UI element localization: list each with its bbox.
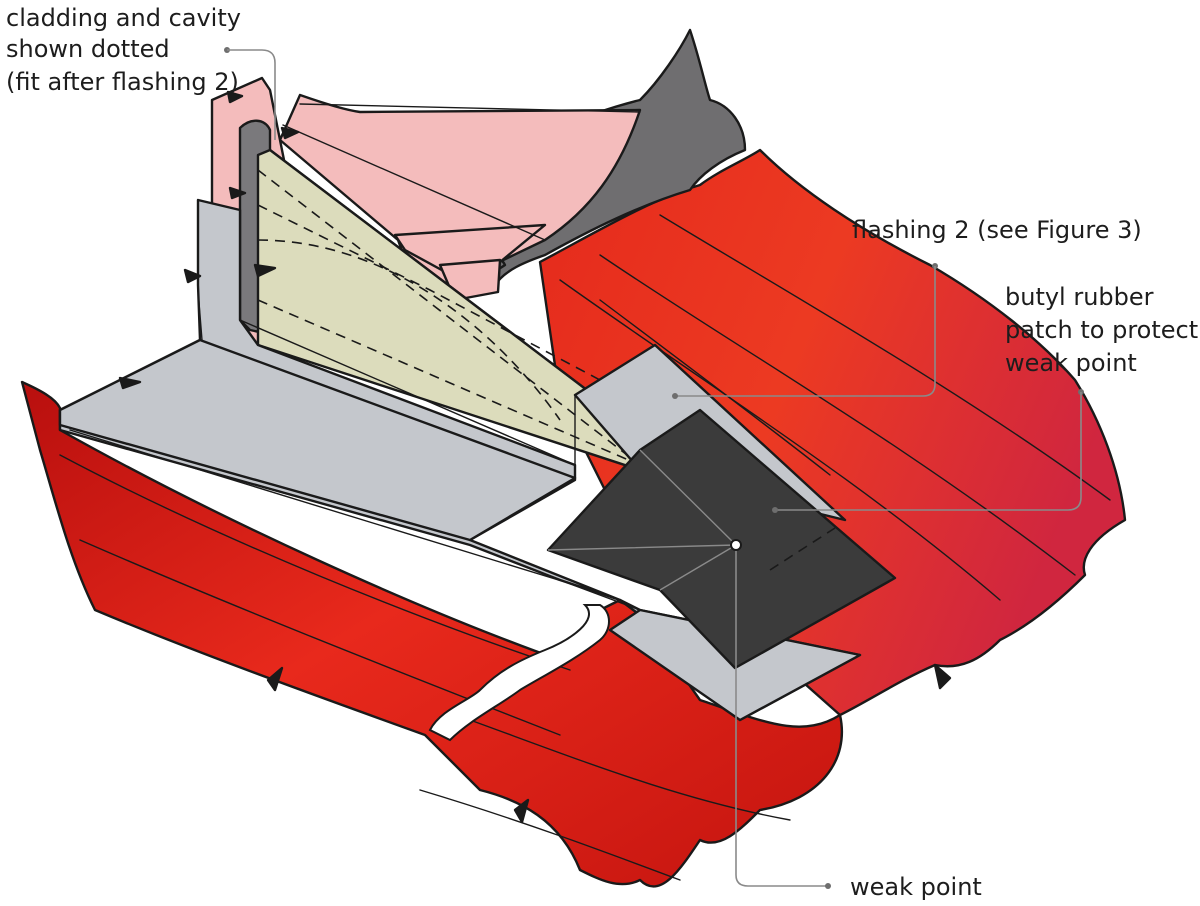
label-butyl-line-3: weak point xyxy=(1005,349,1137,377)
label-cladding-line-2: shown dotted xyxy=(6,35,170,63)
label-cladding-line-3: (fit after flashing 2) xyxy=(6,68,239,96)
label-butyl-line-1: butyl rubber xyxy=(1005,283,1154,311)
label-cladding-line-1: cladding and cavity xyxy=(6,4,241,32)
label-weak-point: weak point xyxy=(850,873,982,901)
butyl-rubber-patch xyxy=(546,408,897,670)
label-flashing-2: flashing 2 (see Figure 3) xyxy=(852,216,1142,244)
roof-cladding-lower xyxy=(20,380,844,888)
label-butyl-rubber-patch: butyl rubber patch to protect weak point xyxy=(1005,283,1198,377)
label-cladding-and-cavity: cladding and cavity shown dotted (fit af… xyxy=(6,4,241,96)
leader-lines xyxy=(224,47,1084,889)
label-butyl-line-2: patch to protect xyxy=(1005,316,1198,344)
fastener-marks xyxy=(118,90,952,824)
